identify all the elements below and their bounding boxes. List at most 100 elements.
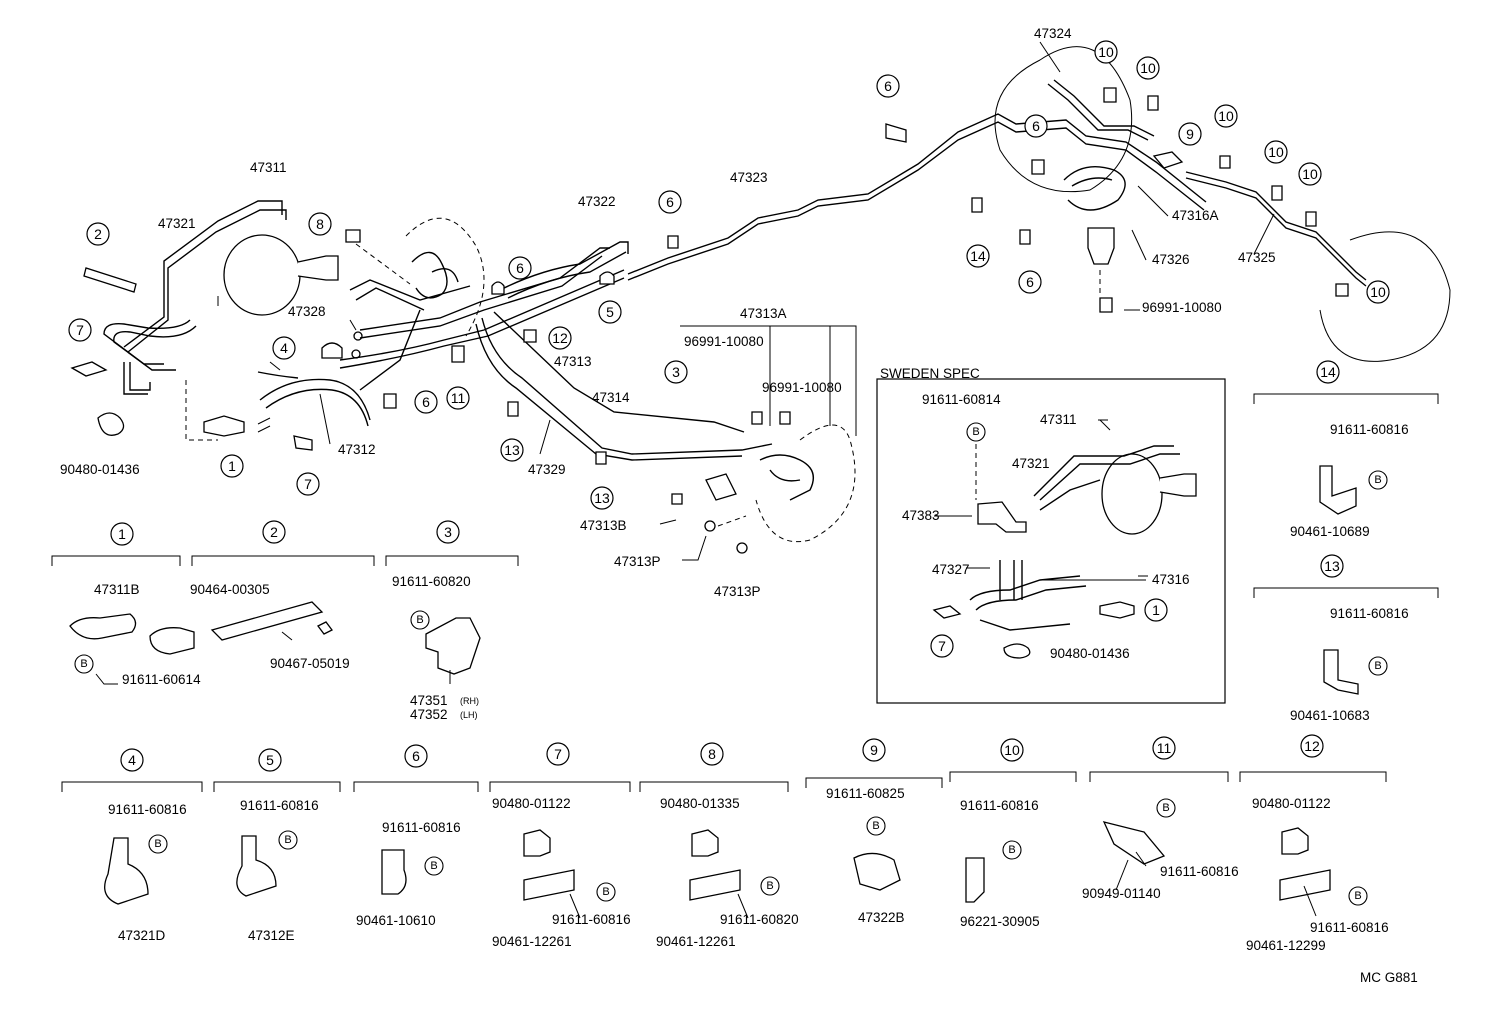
clip-7b	[293, 435, 313, 451]
bolt-marker-circle	[410, 610, 430, 630]
label-47312: 47312	[338, 442, 376, 457]
d14-label-b: 90461-10689	[1290, 524, 1370, 539]
bolt-marker-circle	[1368, 470, 1388, 490]
d7-label-b: 91611-60816	[552, 912, 631, 927]
bolt-marker-circle	[1348, 886, 1368, 906]
label-91611-60814: 91611-60814	[922, 392, 1001, 407]
bolt-marker-letter: B	[1374, 660, 1381, 672]
callout-circle-4	[272, 336, 296, 360]
callout-circle-5	[258, 748, 282, 772]
callout-circle-14	[966, 244, 990, 268]
callout-number-2: 2	[270, 524, 278, 540]
bolt-marker-letter: B	[872, 820, 879, 832]
label-47325: 47325	[1238, 250, 1276, 265]
sweden-clamp-1	[1099, 601, 1135, 619]
callout-circle-7	[68, 318, 92, 342]
callout-circle-10	[1214, 104, 1238, 128]
callout-number-11: 11	[1157, 740, 1172, 756]
sweden-spec-title: SWEDEN SPEC	[880, 366, 980, 381]
callout-number-6: 6	[422, 394, 430, 410]
label-47324: 47324	[1034, 26, 1072, 41]
d11-label-a: 91611-60816	[1160, 864, 1239, 879]
callout-circle-12	[1300, 734, 1324, 758]
part-5	[599, 271, 615, 285]
bolt-marker-circle	[966, 422, 986, 442]
clip-10-f	[1335, 283, 1349, 297]
bolt-marker-circle	[1368, 656, 1388, 676]
d2-label-a: 90464-00305	[190, 582, 270, 597]
callout-number-5: 5	[606, 304, 614, 320]
brake-booster	[223, 234, 301, 316]
callout-circle-6	[1018, 270, 1042, 294]
callout-circle-10	[1136, 56, 1160, 80]
callout-circle-10	[1298, 162, 1322, 186]
callout-number-8: 8	[708, 746, 716, 762]
callout-number-6: 6	[516, 260, 524, 276]
bolt-marker-circle	[866, 816, 886, 836]
callout-circle-13	[590, 486, 614, 510]
callout-circle-13	[500, 438, 524, 462]
callout-circle-3	[664, 360, 688, 384]
bolt-marker-letter: B	[1162, 802, 1169, 814]
bolt-marker-circle	[760, 876, 780, 896]
d12-label-c: 90461-12299	[1246, 938, 1326, 953]
grommet	[97, 412, 125, 436]
part-9	[1152, 151, 1184, 169]
callout-number-10: 10	[1370, 284, 1386, 300]
d2-label-b: 90467-05019	[270, 656, 350, 671]
d8-label-a: 90480-01335	[660, 796, 740, 811]
d7-label-c: 90461-12261	[492, 934, 572, 949]
front-left-wheel-outline	[405, 217, 485, 337]
callout-number-1: 1	[1152, 602, 1160, 618]
callout-number-10: 10	[1268, 144, 1284, 160]
callout-circle-12	[548, 326, 572, 350]
callout-circle-7	[296, 472, 320, 496]
callout-number-6: 6	[412, 748, 420, 764]
callout-number-3: 3	[672, 364, 680, 380]
front-right-wheel-assembly	[671, 325, 857, 554]
callout-number-12: 12	[552, 330, 568, 346]
callout-circle-8	[308, 212, 332, 236]
callout-number-11: 11	[451, 390, 466, 406]
callout-number-10: 10	[1218, 108, 1234, 124]
callout-number-9: 9	[1186, 126, 1194, 142]
d3-label-c: 47352	[410, 707, 448, 722]
callout-circle-6	[404, 744, 428, 768]
detail-row-1	[51, 393, 1439, 695]
label-47313P-b: 47313P	[714, 584, 761, 599]
callout-number-9: 9	[870, 742, 878, 758]
callout-circle-10	[1094, 40, 1118, 64]
clip-10-b	[1147, 95, 1159, 111]
d1-label-a: 47311B	[94, 582, 140, 597]
callout-number-7: 7	[304, 476, 312, 492]
bolt-marker-circle	[596, 882, 616, 902]
d13-label-a: 91611-60816	[1330, 606, 1409, 621]
label-sweden-47311: 47311	[1040, 412, 1077, 427]
master-cylinder	[297, 255, 339, 281]
callout-circle-1	[1144, 598, 1168, 622]
callout-circle-8	[700, 742, 724, 766]
d3-label-a: 91611-60820	[392, 574, 471, 589]
label-47313: 47313	[554, 354, 592, 369]
callout-circle-10	[1000, 738, 1024, 762]
d14-label-a: 91611-60816	[1330, 422, 1409, 437]
bolt-marker-letter: B	[154, 838, 161, 850]
callout-number-7: 7	[76, 322, 84, 338]
callout-number-5: 5	[266, 752, 274, 768]
callout-number-13: 13	[1324, 558, 1340, 574]
label-47311: 47311	[250, 160, 287, 175]
label-sweden-90480-01436: 90480-01436	[1050, 646, 1130, 661]
callout-number-14: 14	[1320, 364, 1336, 380]
d8-label-c: 90461-12261	[656, 934, 736, 949]
bolt-marker-letter: B	[766, 880, 773, 892]
detail-row-2	[61, 771, 1387, 905]
d13-label-b: 90461-10683	[1290, 708, 1370, 723]
callout-circle-2	[262, 520, 286, 544]
callout-number-10: 10	[1140, 60, 1156, 76]
d1-label-b: 91611-60614	[122, 672, 201, 687]
label-47326: 47326	[1152, 252, 1190, 267]
label-47314: 47314	[592, 390, 630, 405]
bolt-marker-letter: B	[602, 886, 609, 898]
d7-label-a: 90480-01122	[492, 796, 571, 811]
callout-circle-2	[86, 222, 110, 246]
